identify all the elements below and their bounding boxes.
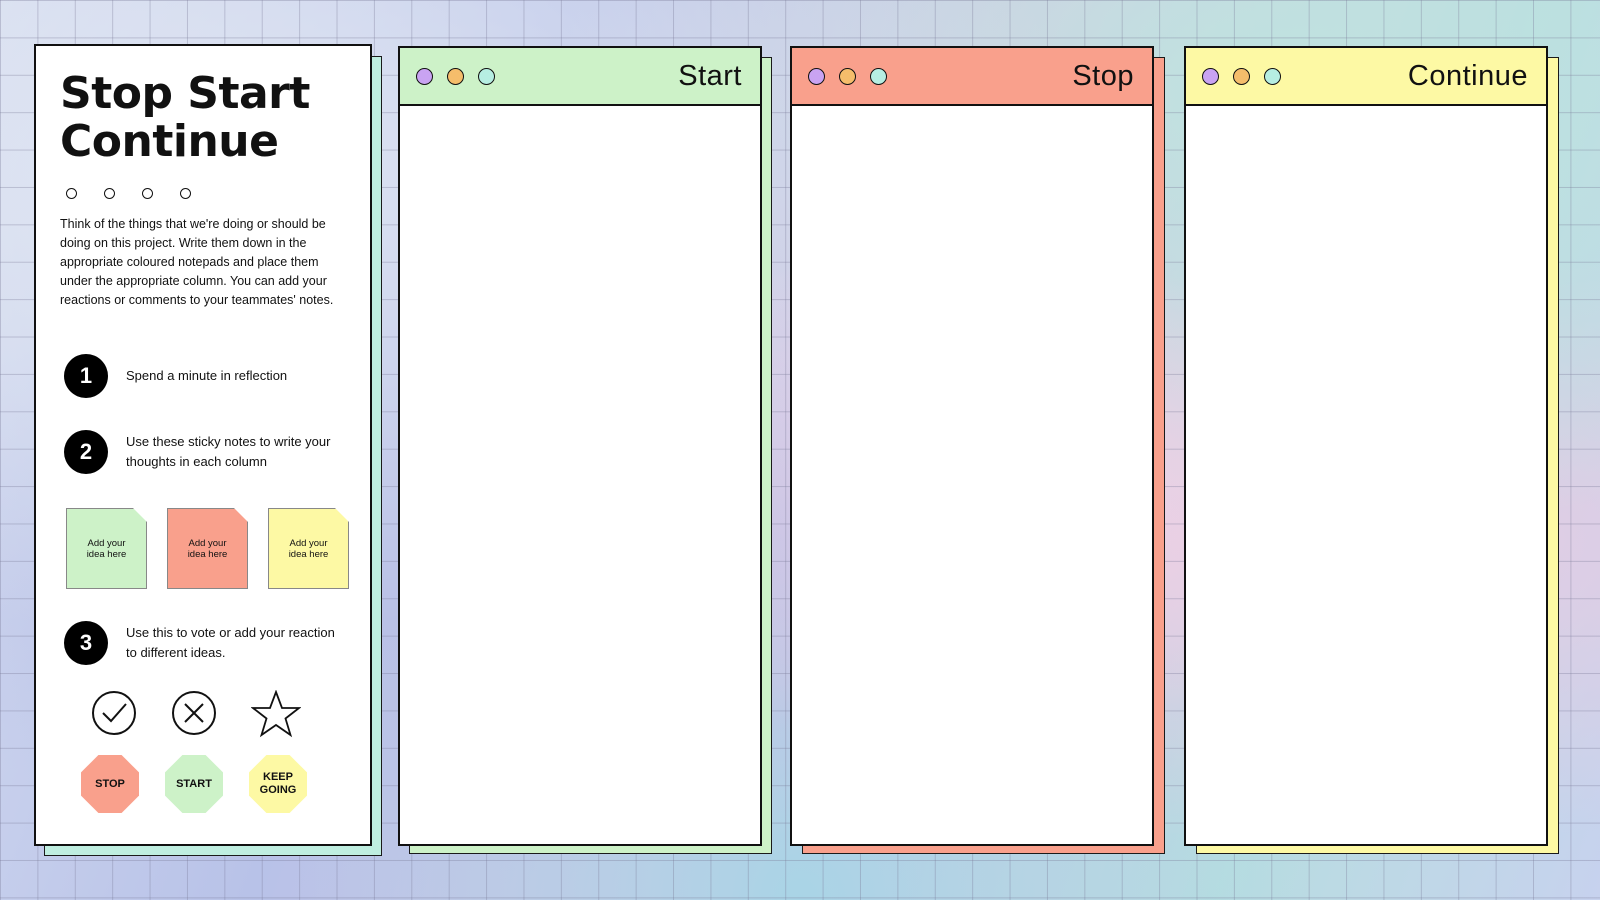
x-circle-icon[interactable] — [171, 690, 217, 736]
step-1: 1 Spend a minute in reflection — [64, 354, 336, 398]
continue-column-header: Continue — [1186, 48, 1546, 106]
circle-icon — [104, 188, 115, 199]
orange-dot-icon — [839, 67, 856, 85]
purple-dot-icon — [416, 67, 433, 85]
step-3: 3 Use this to vote or add your reaction … — [64, 621, 336, 665]
decorative-dots — [66, 188, 346, 199]
stop-sticker[interactable]: STOP — [81, 755, 139, 813]
continue-column[interactable]: Continue — [1184, 46, 1548, 846]
teal-dot-icon — [478, 67, 495, 85]
instructions-description: Think of the things that we're doing or … — [60, 217, 334, 307]
start-column-title: Start — [678, 59, 742, 92]
circle-icon — [142, 188, 153, 199]
window-dots — [1202, 67, 1281, 85]
circle-icon — [66, 188, 77, 199]
window-dots — [808, 67, 887, 85]
circle-icon — [180, 188, 191, 199]
orange-dot-icon — [447, 67, 464, 85]
step-number-badge: 3 — [64, 621, 108, 665]
purple-dot-icon — [808, 67, 825, 85]
continue-column-title: Continue — [1407, 59, 1528, 92]
title-line-1: Stop Start — [60, 68, 310, 119]
start-column[interactable]: Start — [398, 46, 762, 846]
teal-dot-icon — [870, 67, 887, 85]
sticky-note-red[interactable]: Add your idea here — [167, 508, 248, 589]
sticky-note-text: Add your idea here — [187, 537, 228, 560]
start-sticker[interactable]: START — [165, 755, 223, 813]
step-2: 2 Use these sticky notes to write your t… — [64, 430, 336, 474]
instructions-panel: Stop Start Continue Think of the things … — [34, 44, 372, 846]
title-line-2: Continue — [60, 116, 279, 167]
start-column-header: Start — [400, 48, 760, 106]
sticky-note-text: Add your idea here — [288, 537, 329, 560]
sticky-note-green[interactable]: Add your idea here — [66, 508, 147, 589]
window-dots — [416, 67, 495, 85]
purple-dot-icon — [1202, 67, 1219, 85]
orange-dot-icon — [1233, 67, 1250, 85]
stop-column-title: Stop — [1072, 59, 1134, 92]
step-number-badge: 1 — [64, 354, 108, 398]
page-title: Stop Start Continue — [60, 70, 346, 166]
reaction-icons — [91, 690, 301, 738]
step-number-badge: 2 — [64, 430, 108, 474]
step-text: Use this to vote or add your reaction to… — [126, 625, 335, 660]
step-text: Use these sticky notes to write your tho… — [126, 434, 331, 469]
stop-column[interactable]: Stop — [790, 46, 1154, 846]
star-icon[interactable] — [251, 690, 301, 738]
sticky-notes-tray: Add your idea here Add your idea here Ad… — [66, 508, 349, 589]
keep-going-sticker[interactable]: KEEP GOING — [249, 755, 307, 813]
sticky-note-text: Add your idea here — [86, 537, 127, 560]
check-circle-icon[interactable] — [91, 690, 137, 736]
stop-column-header: Stop — [792, 48, 1152, 106]
sticky-note-yellow[interactable]: Add your idea here — [268, 508, 349, 589]
keep-going-sticker-text: KEEP GOING — [259, 771, 297, 796]
reaction-stickers: STOP START KEEP GOING — [81, 755, 307, 813]
teal-dot-icon — [1264, 67, 1281, 85]
step-text: Spend a minute in reflection — [126, 368, 288, 383]
